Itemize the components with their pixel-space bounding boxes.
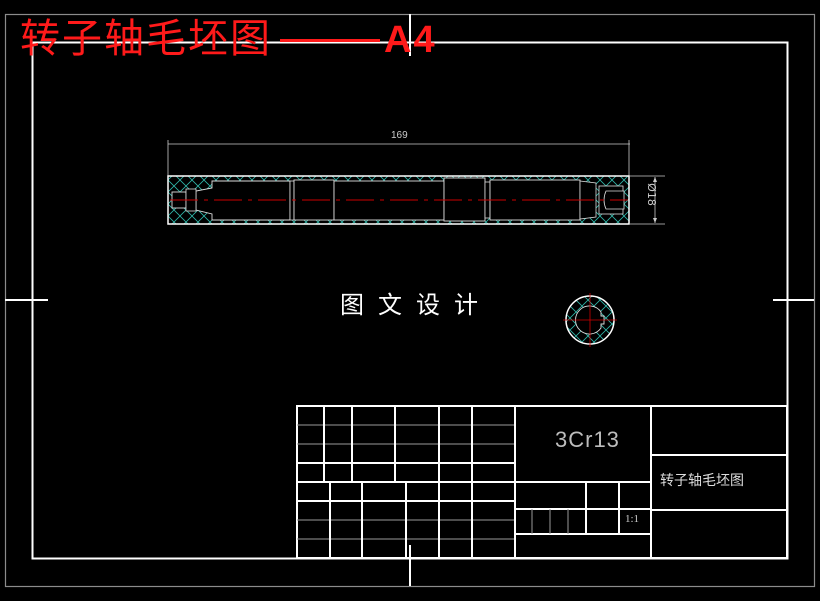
sheet-size-label: A4 bbox=[384, 19, 437, 61]
watermark-text: 图文设计 bbox=[340, 291, 492, 319]
drawing-name-label: 转子轴毛坯图 bbox=[660, 473, 744, 489]
drawing-header-title: 转子轴毛坯图 A4 bbox=[20, 14, 437, 64]
header-dash bbox=[280, 38, 380, 42]
material-label: 3Cr13 bbox=[555, 427, 620, 452]
shaft-section-view bbox=[167, 140, 665, 225]
length-dimension-label: 169 bbox=[391, 130, 408, 141]
diameter-dimension-label: Ø18 bbox=[644, 183, 658, 206]
title-block bbox=[296, 405, 788, 559]
scale-label: 1:1 bbox=[625, 513, 640, 525]
header-title-text: 转子轴毛坯图 bbox=[20, 16, 272, 62]
shaft-cross-section bbox=[563, 293, 617, 347]
centering-marks bbox=[5, 14, 814, 586]
